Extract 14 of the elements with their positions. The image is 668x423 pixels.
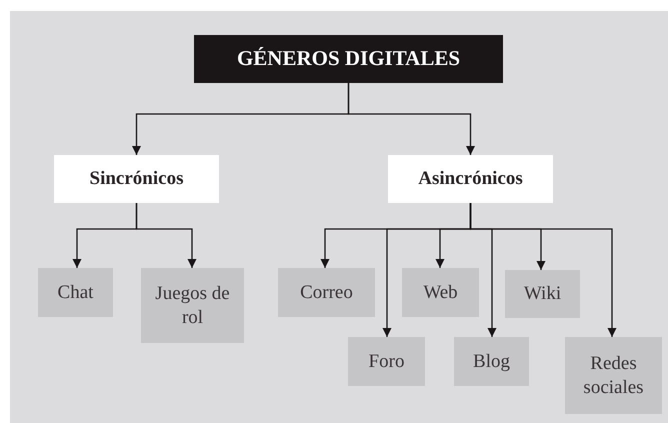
genre-box: Redes sociales [565,337,662,414]
connector-arrow [136,203,196,268]
genre-box: Juegos de rol [141,268,244,343]
genre-box: Chat [38,268,113,317]
genre-box: Blog [454,337,529,386]
genre-box: Correo [278,268,375,317]
category-box: Sincrónicos [54,155,219,203]
category-box: Asincrónicos [388,155,553,203]
connector-arrow [470,203,616,337]
genre-box: Foro [348,337,425,386]
genre-box: Web [402,268,479,317]
genre-box: Wiki [505,270,580,318]
title-box: GÉNEROS DIGITALES [194,35,503,83]
connector-arrow [348,83,475,155]
